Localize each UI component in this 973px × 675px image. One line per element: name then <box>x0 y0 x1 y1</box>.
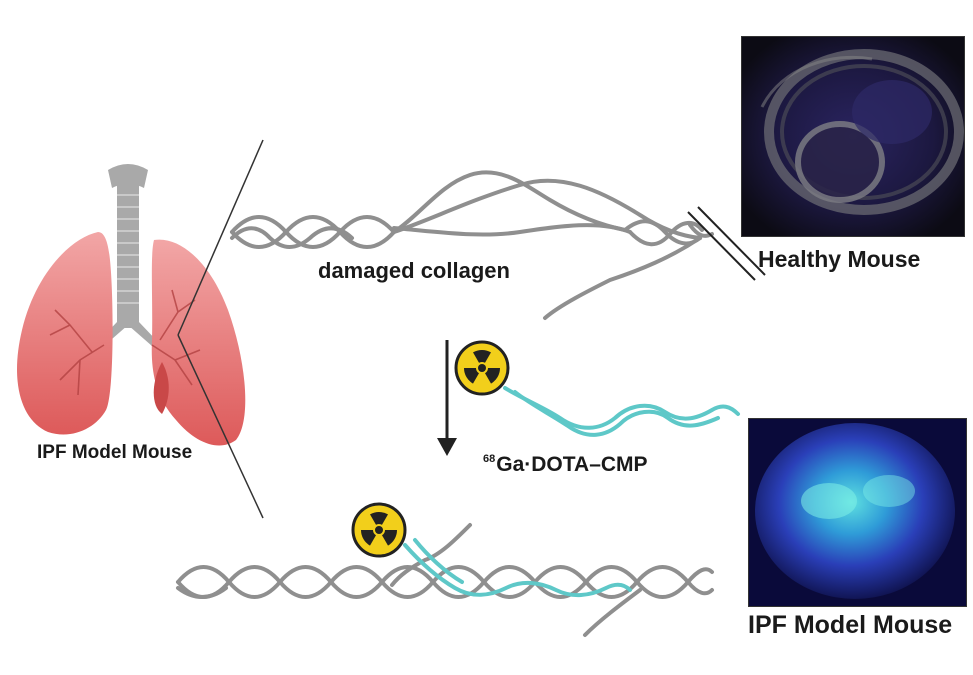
healthy-mouse-label: Healthy Mouse <box>758 246 921 272</box>
zoom-lines <box>177 139 264 519</box>
tracer-label: 68Ga·DOTA–CMP <box>483 453 648 477</box>
radiation-icon-bound <box>351 502 407 558</box>
healthy-mouse-scan-image <box>741 36 965 237</box>
damaged-collagen-label: damaged collagen <box>318 258 510 283</box>
tracer-name: Ga·DOTA–CMP <box>496 453 648 476</box>
lungs-icon <box>17 164 246 446</box>
trachea <box>98 164 158 346</box>
arrow-down-icon <box>437 340 457 456</box>
radiation-icon <box>454 340 510 396</box>
break-marks <box>687 206 766 281</box>
ipf-model-label-left: IPF Model Mouse <box>37 442 193 463</box>
tracer-isotope-mass: 68 <box>483 453 496 465</box>
right-lung <box>151 239 246 446</box>
left-lung <box>17 232 113 435</box>
cmp-tracer <box>454 340 740 437</box>
damaged-collagen-fibril <box>230 170 714 320</box>
ipf-model-label-right: IPF Model Mouse <box>748 611 953 639</box>
bound-collagen-fibril <box>176 502 714 637</box>
ipf-mouse-scan-image <box>748 418 967 607</box>
